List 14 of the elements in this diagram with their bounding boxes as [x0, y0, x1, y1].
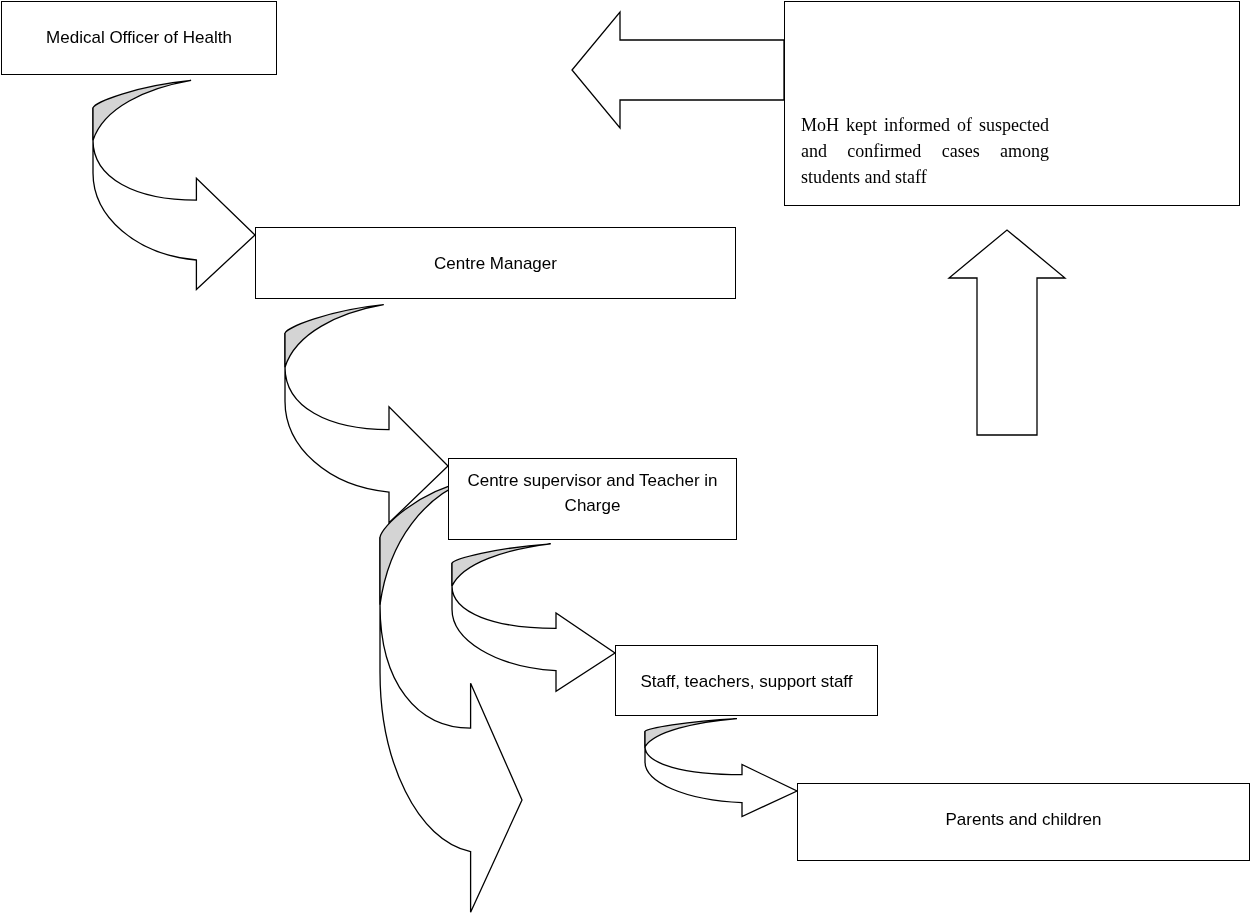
block-arrow	[947, 229, 1067, 436]
box-label: Parents and children	[945, 809, 1102, 831]
box-label: Medical Officer of Health	[46, 27, 232, 49]
process-box	[784, 1, 1240, 206]
box-label: MoH kept informed of suspected and confirmed cases among students and staff	[801, 114, 1049, 190]
block-arrow	[571, 10, 785, 130]
process-box	[255, 227, 736, 299]
box-label: Staff, teachers, support staff	[640, 671, 853, 693]
process-box	[1, 1, 277, 75]
process-box	[615, 645, 878, 716]
process-box	[797, 783, 1250, 861]
box-label: Centre supervisor and Teacher in Charge	[466, 470, 719, 517]
box-label: Centre Manager	[434, 253, 557, 275]
process-box	[448, 458, 737, 540]
